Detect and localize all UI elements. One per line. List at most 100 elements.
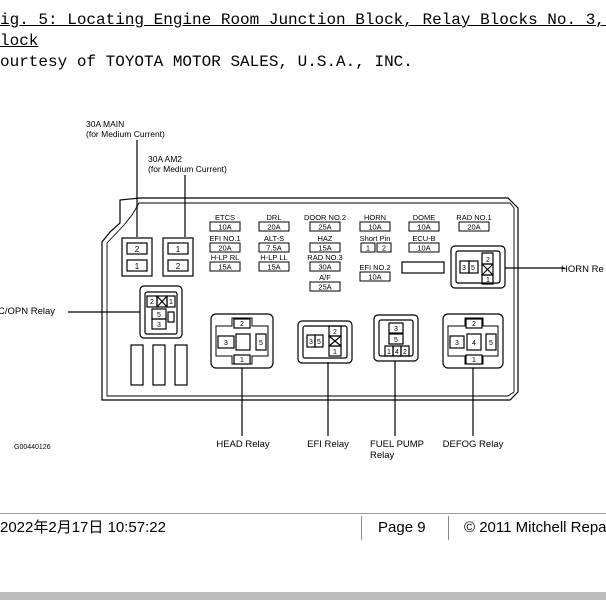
head-pin-3: 3 <box>224 340 228 347</box>
fuse-box <box>458 221 490 232</box>
head-pin-1: 1 <box>240 357 244 364</box>
fuse-box <box>258 242 290 253</box>
head-pin-5: 5 <box>259 340 263 347</box>
footer-date: 2022年2月17日 10:57:22 <box>0 519 166 536</box>
fuse-value: 10A <box>368 273 381 282</box>
fuse-label: DOME <box>413 213 436 222</box>
callout-main-line2: (for Medium Current) <box>86 129 165 139</box>
fuse-label: RAD NO.3 <box>307 253 342 262</box>
efi-pin-1: 1 <box>333 349 337 356</box>
fuse-label: ETCS <box>215 213 235 222</box>
fuse-value: 10A <box>218 223 231 232</box>
copn-relay-label: C/OPN Relay <box>0 306 55 317</box>
short-pin-box <box>376 242 392 253</box>
footer-copyright: © 2011 Mitchell Repa <box>464 519 606 536</box>
footer-divider <box>0 513 606 514</box>
callout-main-line1: 30A MAIN <box>86 119 124 129</box>
figure-caption: ig. 5: Locating Engine Room Junction Blo… <box>0 10 606 73</box>
fuel-pin-2: 2 <box>403 349 407 356</box>
fuse-box <box>309 281 341 292</box>
fuse-box <box>309 242 341 253</box>
fuel-relay-label-1: FUEL PUMP <box>370 439 424 450</box>
fuse-label: ECU-B <box>412 234 435 243</box>
efi-relay-label: EFI Relay <box>307 439 349 450</box>
bottom-bar <box>0 592 606 600</box>
caption-line-1: ig. 5: Locating Engine Room Junction Blo… <box>0 11 606 29</box>
defog-pin-2: 2 <box>472 321 476 328</box>
copn-pin-3: 3 <box>157 322 161 329</box>
head-pin-2: 2 <box>240 321 244 328</box>
defog-pin-5: 5 <box>489 340 493 347</box>
fuse-value: 30A <box>318 263 331 272</box>
horn-relay-label: HORN Re <box>561 264 604 275</box>
fuse-box <box>209 221 241 232</box>
fuse-box <box>408 242 440 253</box>
fuse-value: 10A <box>417 223 430 232</box>
efi-pin-2: 2 <box>333 329 337 336</box>
fuse-box <box>408 221 440 232</box>
fusible-link-1-bottom: 1 <box>135 262 140 271</box>
fuse-box <box>309 221 341 232</box>
fuse-label: ALT-S <box>264 234 284 243</box>
callout-am2-line1: 30A AM2 <box>148 154 182 164</box>
fuse-value: 25A <box>318 283 331 292</box>
fuse-label: RAD NO.1 <box>456 213 491 222</box>
efi-pin-5: 5 <box>317 339 321 346</box>
fuse-box <box>258 261 290 272</box>
fuse-boxes <box>209 221 490 292</box>
fuse-label: DOOR NO.2 <box>304 213 346 222</box>
fuse-value: 7.5A <box>266 244 281 253</box>
fuse-value: 25A <box>318 223 331 232</box>
defog-pin-4: 4 <box>472 340 476 347</box>
copn-pin-5: 5 <box>157 312 161 319</box>
short-pin-number: 2 <box>382 244 386 253</box>
fusible-link-2-top: 1 <box>176 245 181 254</box>
horn-pin-3: 3 <box>462 265 466 272</box>
fuse-label: EFI NO.1 <box>209 234 240 243</box>
fuse-box <box>258 221 290 232</box>
fuse-box <box>309 261 341 272</box>
defog-pin-3: 3 <box>455 340 459 347</box>
head-relay-label: HEAD Relay <box>216 439 270 450</box>
housing-inner-outline <box>106 202 515 397</box>
caption-line-2: lock <box>0 32 39 50</box>
footer-page: Page 9 <box>378 519 426 536</box>
footer-separator <box>448 516 449 540</box>
fuse-value: 20A <box>218 244 231 253</box>
fuse-value: 10A <box>417 244 430 253</box>
caption-line-3: ourtesy of TOYOTA MOTOR SALES, U.S.A., I… <box>0 53 413 71</box>
fuel-relay-label-2: Relay <box>370 450 395 461</box>
defog-pin-1: 1 <box>472 357 476 364</box>
short-pin-label: Short Pin <box>360 234 391 243</box>
fuse-label: H-LP LL <box>260 253 287 262</box>
fuel-pin-5: 5 <box>394 337 398 344</box>
figure-code: G00440126 <box>14 444 51 451</box>
housing-outline <box>101 197 519 401</box>
fuse-value: 15A <box>318 244 331 253</box>
fuse-label: A/F <box>319 273 331 282</box>
horn-pin-2: 2 <box>486 257 490 264</box>
fuse-value: 15A <box>218 263 231 272</box>
fuse-value: 15A <box>267 263 280 272</box>
fuel-pin-1: 1 <box>387 349 391 356</box>
fuse-value: 10A <box>368 223 381 232</box>
short-pin-box <box>360 242 376 253</box>
fuse-value: 20A <box>467 223 480 232</box>
fuel-pin-3: 3 <box>394 326 398 333</box>
fuel-pin-4: 4 <box>395 349 399 356</box>
short-pin-number: 1 <box>366 244 370 253</box>
fusible-link-2-bottom: 2 <box>176 262 181 271</box>
efi-pin-3: 3 <box>309 339 313 346</box>
copn-pin-2: 2 <box>150 299 154 306</box>
horn-pin-1: 1 <box>486 277 490 284</box>
fuse-label: EFI NO.2 <box>359 263 390 272</box>
fuse-box <box>209 261 241 272</box>
fuse-label: HAZ <box>318 234 333 243</box>
horn-pin-5: 5 <box>471 265 475 272</box>
fuse-value: 20A <box>267 223 280 232</box>
fuse-label: HORN <box>364 213 386 222</box>
fuse-box <box>359 271 391 282</box>
callout-am2-line2: (for Medium Current) <box>148 164 227 174</box>
junction-block-diagram: 30A MAIN (for Medium Current) 30A AM2 (f… <box>0 119 604 461</box>
page-footer: 2022年2月17日 10:57:22 Page 9 © 2011 Mitche… <box>0 514 606 542</box>
